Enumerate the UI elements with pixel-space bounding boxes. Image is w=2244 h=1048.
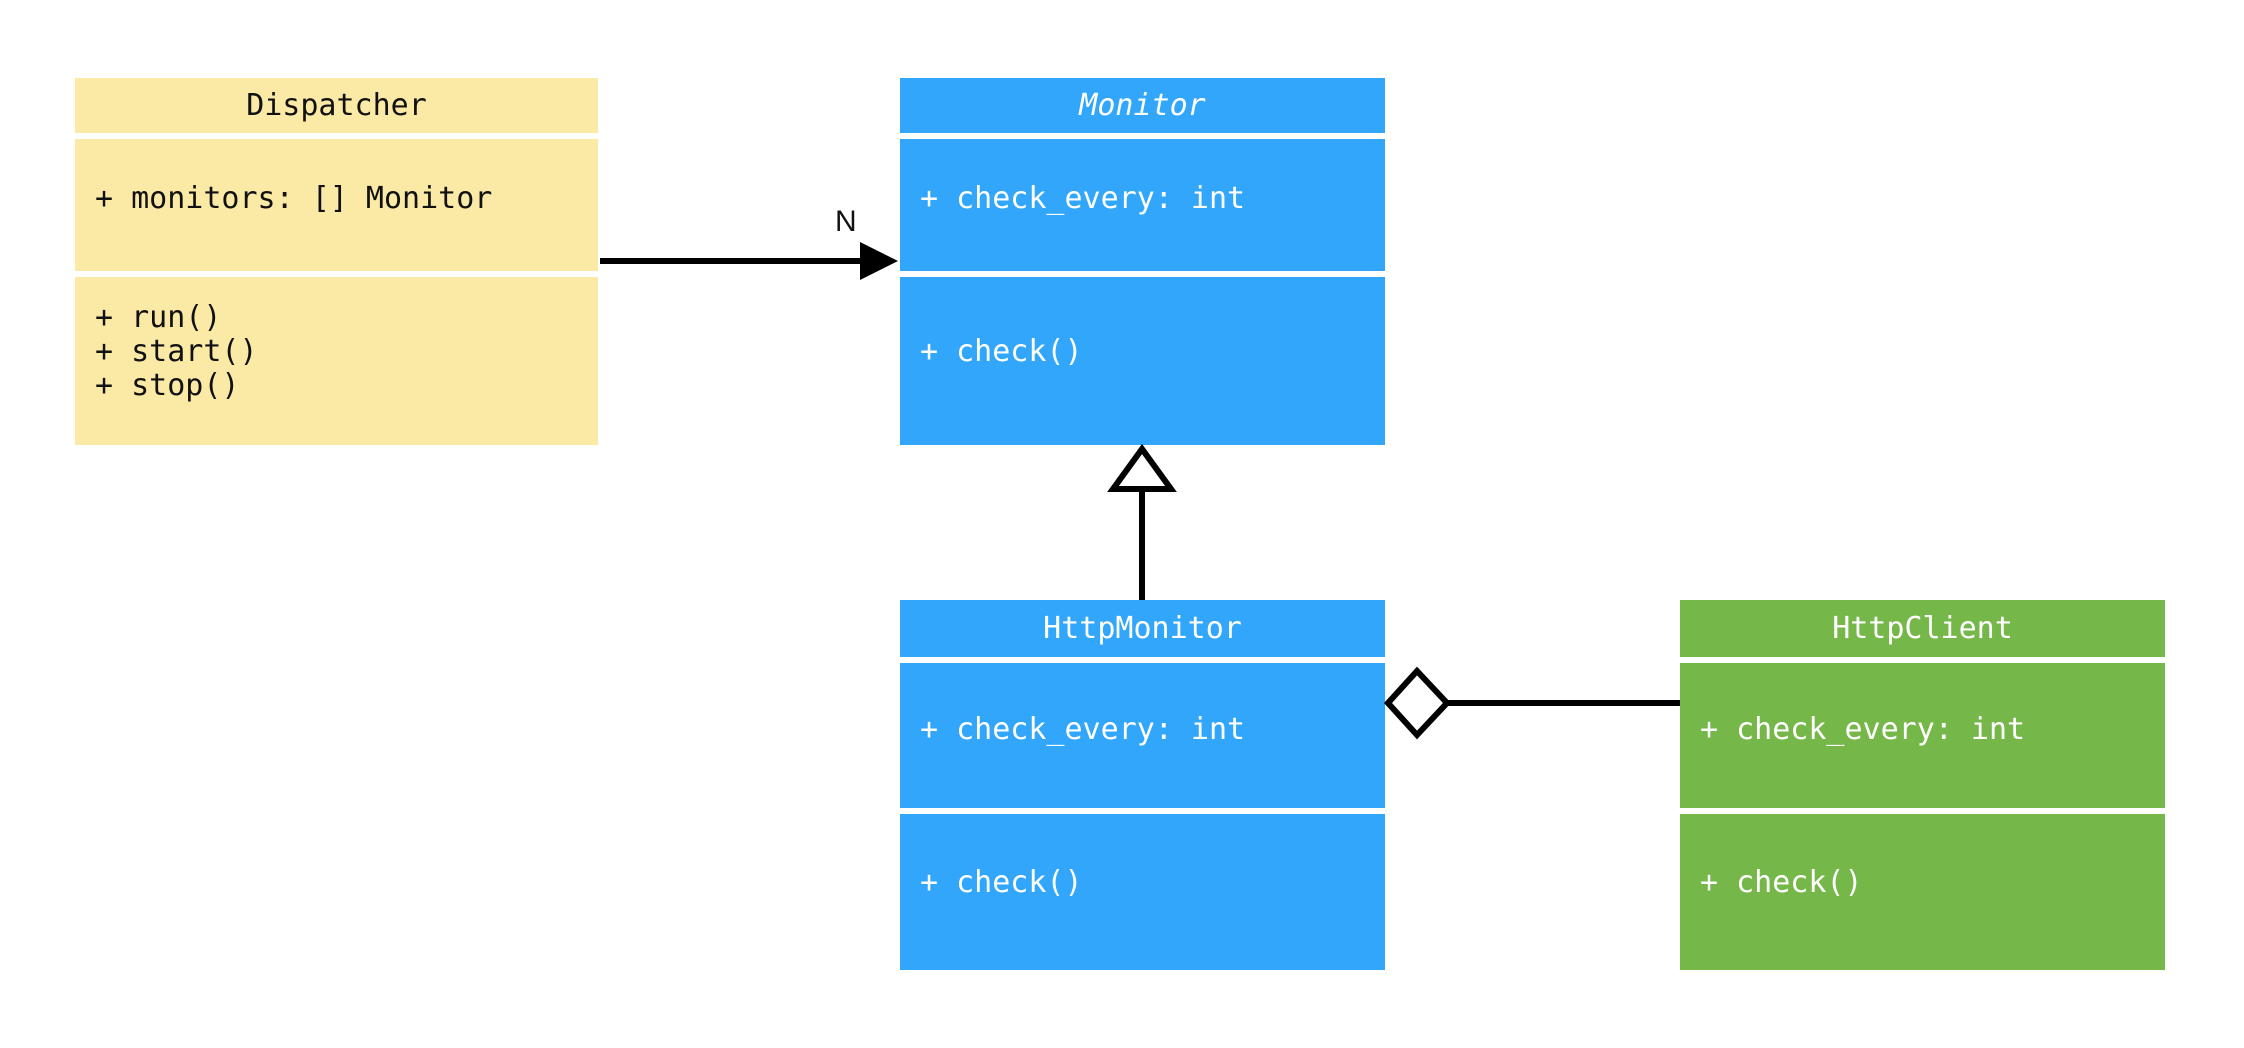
class-attributes-compartment-dispatcher: + monitors: [] Monitor [75,133,598,265]
method-row: + run() [95,300,222,335]
attribute-row: + check_every: int [1700,711,2026,747]
class-attributes-compartment-http-client: + check_every: int [1680,657,2165,802]
class-attributes-compartment-monitor: + check_every: int [900,133,1385,265]
class-title-compartment-http-client: HttpClient [1680,600,2165,657]
class-methods-compartment-http-client: + check() [1680,802,2165,964]
attribute-row: + check_every: int [920,711,1246,747]
method-row: + stop() [95,368,240,403]
class-name-monitor: Monitor [1079,88,1206,123]
compartment-separator [900,808,1385,814]
class-box-dispatcher[interactable]: Dispatcher + monitors: [] Monitor + run(… [75,78,598,445]
compartment-separator [1680,808,2165,814]
filled-triangle-arrowhead-icon [860,242,898,280]
attribute-row: + monitors: [] Monitor [95,181,493,216]
class-title-compartment-monitor: Monitor [900,78,1385,133]
class-box-http-monitor[interactable]: HttpMonitor + check_every: int + check() [900,600,1385,970]
compartment-separator [75,271,598,277]
class-box-monitor[interactable]: Monitor + check_every: int + check() [900,78,1385,445]
hollow-triangle-arrowhead-icon [1107,443,1177,492]
class-name-http-client: HttpClient [1832,611,2013,646]
multiplicity-label-n: N [835,205,857,238]
edge-http-monitor-to-http-client [1383,666,1680,740]
compartment-separator [75,133,598,139]
method-row: + check() [1700,865,1863,900]
method-row: + check() [920,865,1083,900]
class-methods-compartment-http-monitor: + check() [900,802,1385,964]
compartment-separator [900,133,1385,139]
class-box-http-client[interactable]: HttpClient + check_every: int + check() [1680,600,2165,970]
hollow-diamond-icon [1383,666,1452,740]
class-attributes-compartment-http-monitor: + check_every: int [900,657,1385,802]
compartment-separator [900,657,1385,663]
class-methods-compartment-monitor: + check() [900,265,1385,439]
edge-http-monitor-to-monitor [1107,443,1177,600]
compartment-separator [1680,657,2165,663]
attribute-row: + check_every: int [920,181,1246,216]
class-name-dispatcher: Dispatcher [246,88,427,123]
class-title-compartment-http-monitor: HttpMonitor [900,600,1385,657]
compartment-separator [900,271,1385,277]
method-row: + start() [95,334,258,369]
edge-dispatcher-to-monitor [600,242,898,280]
method-row: + check() [920,334,1083,369]
class-name-http-monitor: HttpMonitor [1043,611,1242,646]
class-methods-compartment-dispatcher: + run() + start() + stop() [75,265,598,439]
class-title-compartment-dispatcher: Dispatcher [75,78,598,133]
